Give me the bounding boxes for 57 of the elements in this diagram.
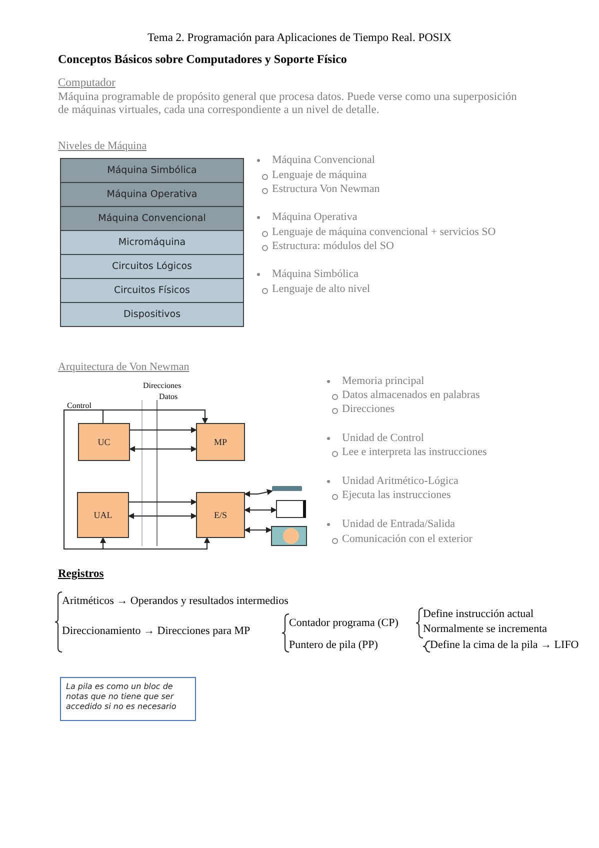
arrow [244, 489, 273, 497]
arrow [64, 410, 210, 550]
list-item: Direcciones [342, 403, 395, 416]
register-text: Aritméticos → Operandos y resultados intermedios [62, 595, 288, 608]
list-item: Máquina Operativa [272, 211, 358, 224]
register-text: Contador programa (CP) [289, 617, 398, 630]
unit-box: UAL [77, 492, 129, 538]
register-text: Define la cima de la pila → LIFO [430, 639, 579, 652]
list-item: Lenguaje de alto nivel [272, 283, 370, 296]
list-item: Ejecuta las instrucciones [342, 489, 451, 502]
arrow [130, 427, 197, 433]
list-item: Datos almacenados en palabras [342, 389, 480, 402]
level-box: Micromáquina [60, 230, 244, 255]
list-item: Máquina Convencional [272, 154, 375, 167]
level-box: Máquina Operativa [60, 182, 244, 207]
list-item: Estructura Von Newman [272, 183, 380, 196]
list-item: Unidad Aritmético-Lógica [342, 475, 458, 488]
bus-label: Datos [159, 391, 178, 403]
note-box: La pila es como un bloc de notas que no tiene que ser accedido si no es necesario [60, 677, 196, 721]
page-header: Tema 2. Programación para Aplicaciones de Tiempo Real. POSIX [146, 32, 452, 45]
keyboard-icon [272, 486, 302, 491]
arrow [102, 410, 208, 424]
level-box: Dispositivos [60, 302, 244, 327]
list-item: Lee e interpreta las instrucciones [342, 446, 487, 459]
list-item: Comunicación con el exterior [342, 533, 472, 546]
bus-label: Direcciones [143, 380, 182, 392]
register-text: Normalmente se incrementa [423, 623, 548, 636]
list-item: Unidad de Entrada/Salida [342, 518, 456, 531]
subheading: Niveles de Máquina [58, 140, 147, 153]
list-item: Estructura: módulos del SO [272, 240, 394, 253]
unit-box: UC [78, 423, 130, 461]
register-text: Direccionamiento → Direcciones para MP [62, 625, 250, 638]
list-item: Unidad de Control [342, 432, 424, 445]
list-item: Lenguaje de máquina convencional + servicios SO [272, 226, 496, 239]
section-heading: Registros [58, 568, 104, 581]
paragraph: Máquina programable de propósito general que procesa datos. Puede verse como una superposición de máquinas virtuales, cada una correspondiente a un nivel de detalle. [58, 91, 518, 117]
section-heading: Conceptos Básicos sobre Computadores y Soporte Físico [58, 53, 347, 66]
arrow [128, 499, 197, 505]
list-item: Máquina Simbólica [272, 268, 358, 281]
register-text: Puntero de pila (PP) [289, 639, 378, 652]
arrow [128, 513, 197, 519]
level-box: Máquina Simbólica [60, 158, 244, 183]
list-item: Memoria principal [342, 375, 424, 388]
level-box: Circuitos Físicos [60, 278, 244, 303]
register-text: Define instrucción actual [423, 608, 534, 621]
bus-label: Control [67, 400, 92, 412]
list-item: Lenguaje de máquina [272, 169, 367, 182]
arrow [129, 446, 197, 452]
unit-box: MP [196, 423, 245, 461]
level-box: Circuitos Lógicos [60, 254, 244, 279]
monitor-icon [276, 500, 306, 518]
subheading: Arquitectura de Von Newman [58, 361, 190, 374]
arrow [244, 527, 272, 533]
unit-box: E/S [196, 492, 245, 538]
arrow [244, 507, 277, 513]
subheading: Computador [58, 77, 116, 90]
level-box: Máquina Convencional [60, 206, 244, 231]
